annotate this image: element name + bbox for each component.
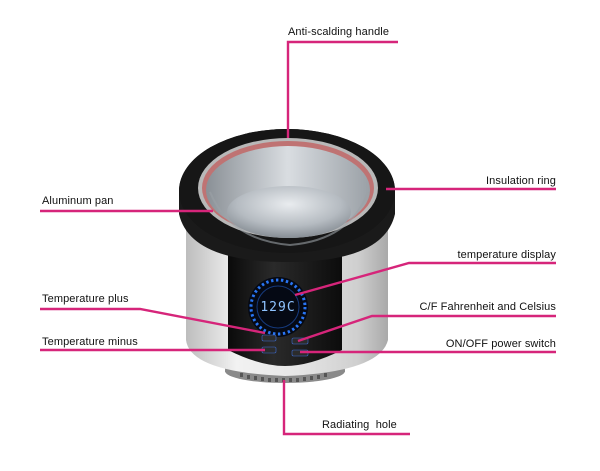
temperature-display-shape: [248, 277, 308, 337]
label-on-off-switch: ON/OFF power switch: [445, 338, 556, 350]
leader-cf-switch: [297, 314, 556, 343]
leader-anti-scalding-handle: [286, 40, 398, 138]
label-aluminum-pan: Aluminum pan: [42, 195, 114, 207]
label-insulation-ring: Insulation ring: [486, 175, 556, 187]
leader-radiating-hole: [282, 380, 410, 436]
label-temperature-display: temperature display: [457, 249, 556, 261]
label-cf-switch: C/F Fahrenheit and Celsius: [419, 301, 556, 313]
label-temperature-plus: Temperature plus: [42, 293, 129, 305]
label-radiating-hole: Radiating hole: [322, 419, 397, 431]
aluminum-pan-shape: [198, 138, 378, 247]
label-temperature-minus: Temperature minus: [42, 336, 138, 348]
leader-temperature-display: [294, 261, 556, 297]
leader-lines: [40, 40, 556, 436]
leader-temperature-plus: [40, 307, 266, 335]
display-reading: 129C: [260, 300, 295, 315]
label-anti-scalding-handle: Anti-scalding handle: [288, 26, 390, 38]
